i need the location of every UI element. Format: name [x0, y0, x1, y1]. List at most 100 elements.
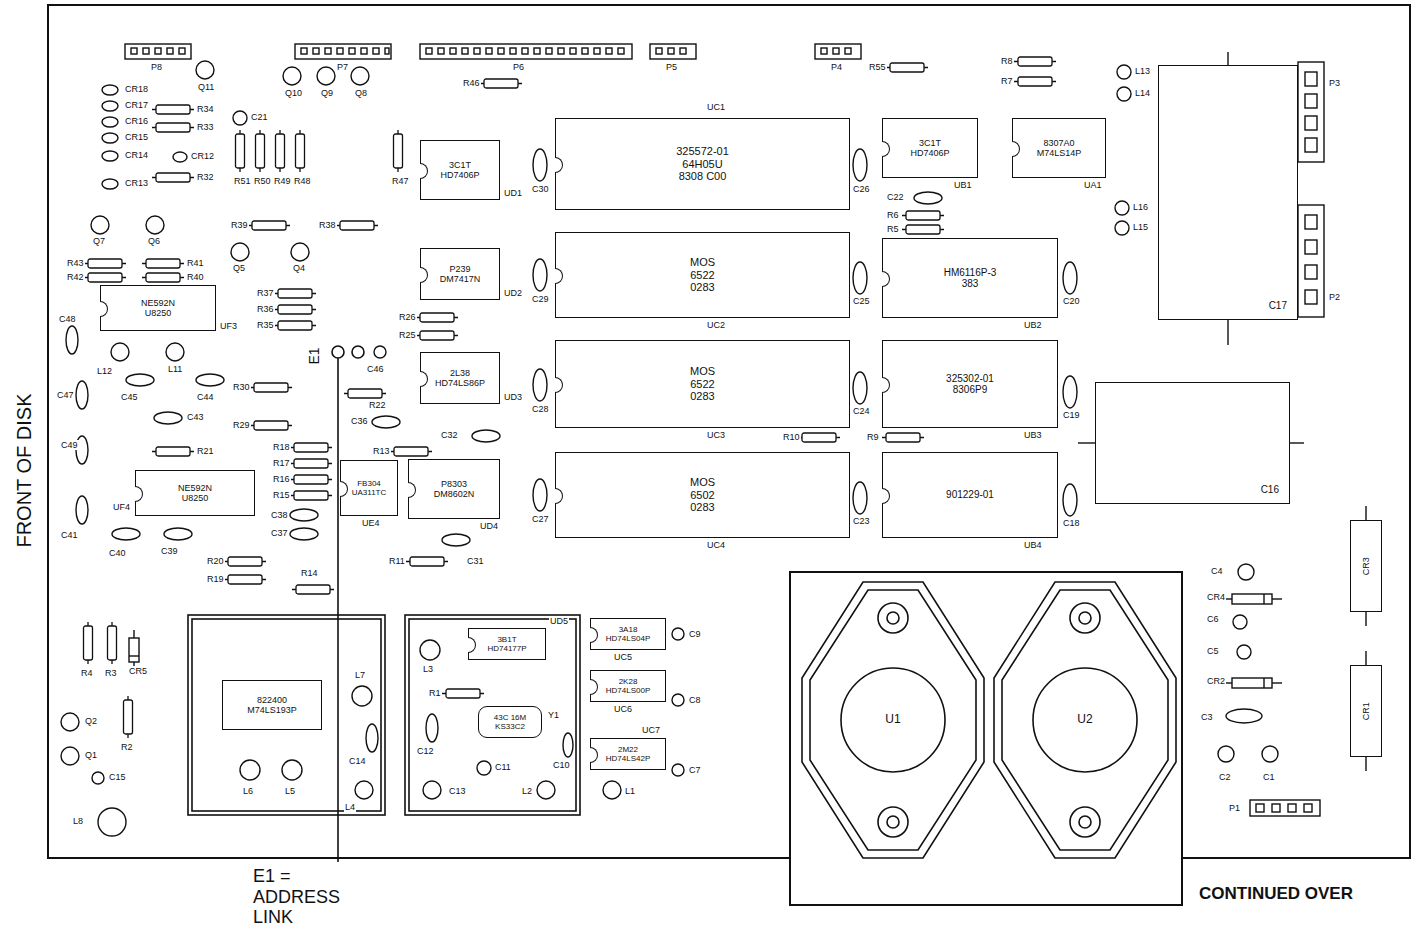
capacitor-symbol	[672, 694, 684, 706]
part-marking: HD74177P	[487, 644, 526, 653]
capacitor-symbol	[533, 149, 547, 181]
component-label: Q2	[84, 716, 98, 726]
component-label: C22	[886, 192, 905, 202]
component-label: L15	[1132, 222, 1149, 232]
component-label: R55	[868, 62, 887, 72]
component-label: C9	[688, 629, 702, 639]
ic-chip: UF4NE592NU8250	[135, 470, 255, 516]
part-marking: FB304	[357, 479, 381, 488]
marking-group: 2L38HD74LS86P	[435, 368, 485, 389]
marking-group: CR1	[1361, 702, 1371, 720]
component-label: L5	[284, 786, 296, 796]
component-label: C6	[1206, 614, 1220, 624]
inductor-symbol	[1115, 201, 1129, 215]
component-label: R49	[273, 176, 292, 186]
marking-group: HM6116P-3383	[944, 267, 997, 290]
component-label: L4	[344, 802, 356, 812]
resistor-symbol	[236, 130, 245, 172]
mounting-bolt	[1079, 612, 1091, 624]
connector	[606, 48, 612, 54]
resistor-symbol	[274, 321, 316, 330]
diode-symbol	[1232, 678, 1272, 688]
component-label: C5	[1206, 646, 1220, 656]
component-label: R19	[206, 574, 225, 584]
capacitor-symbol	[442, 534, 470, 546]
part-marking: U8250	[182, 493, 209, 503]
component-label: CR12	[190, 151, 215, 161]
resistor-symbol	[84, 622, 93, 664]
reference-designator: UD5	[549, 617, 569, 627]
connector	[1305, 290, 1317, 304]
capacitor-symbol	[66, 326, 78, 354]
connector	[1298, 205, 1324, 317]
resistor-symbol	[1014, 57, 1056, 66]
component-label: C40	[108, 548, 127, 558]
component-label: CR17	[124, 100, 149, 110]
diode-symbol	[102, 101, 118, 111]
resistor-symbol	[152, 447, 194, 456]
component-label: R51	[233, 176, 252, 186]
connector	[1250, 800, 1320, 816]
connector	[486, 48, 492, 54]
diode-symbol	[129, 638, 139, 662]
component-label: L6	[242, 786, 254, 796]
part-marking: 6502	[690, 489, 714, 502]
part-marking: 383	[962, 278, 979, 290]
resistor-symbol	[798, 433, 840, 442]
shield-can	[188, 615, 580, 815]
part-marking: M74LS193P	[247, 705, 297, 715]
part-marking: C17	[1269, 300, 1287, 312]
connector	[313, 48, 319, 54]
shield-can	[192, 619, 381, 811]
capacitor-symbol	[914, 192, 942, 204]
capacitor-symbol	[533, 369, 547, 401]
component-label: R15	[272, 490, 291, 500]
regulator-package: U1	[798, 578, 988, 862]
component-label: R16	[272, 474, 291, 484]
connector	[125, 44, 191, 59]
component-label: P4	[830, 62, 843, 72]
reference-designator: UC6	[613, 705, 633, 715]
part-marking: 3C1T	[919, 138, 941, 148]
part-marking: HD7406P	[910, 148, 949, 158]
link-label: E1	[306, 346, 322, 365]
part-marking: 6522	[690, 378, 714, 391]
part-marking: U2	[1077, 713, 1092, 727]
board-outline	[48, 5, 1410, 858]
rectifier-body: CR1	[1350, 665, 1382, 757]
component-label: R6	[886, 210, 900, 220]
diode-symbol	[102, 151, 118, 161]
resistor-symbol	[336, 221, 378, 230]
diode-symbol	[1272, 598, 1282, 599]
inductor-symbol	[420, 640, 440, 660]
inductor-symbol	[111, 343, 129, 361]
component-label: Q11	[197, 82, 215, 92]
resistor-symbol	[274, 289, 316, 298]
part-marking: 0283	[690, 501, 714, 514]
capacitor-symbol	[423, 781, 441, 799]
component-label: Q1	[84, 750, 98, 760]
component-label: R39	[230, 220, 249, 230]
resistor-symbol	[248, 221, 290, 230]
component-label: CR4	[1206, 592, 1226, 602]
connector	[656, 48, 662, 54]
part-marking: HD7406P	[440, 170, 479, 180]
resistor-symbol	[902, 225, 944, 234]
reference-designator: UC4	[706, 541, 726, 551]
marking-group: 3C1THD7406P	[910, 138, 949, 159]
component-label: C25	[852, 296, 871, 306]
resistor-symbol	[224, 575, 266, 584]
connector	[1305, 215, 1317, 229]
component-label: C7	[688, 765, 702, 775]
component-label: R37	[256, 288, 275, 298]
part-marking: U8250	[145, 308, 172, 318]
connector	[498, 48, 504, 54]
diode-symbol	[129, 655, 139, 656]
capacitor-symbol	[426, 714, 438, 742]
marking-group: 3B1THD74177P	[487, 635, 526, 653]
capacitor-symbol	[290, 509, 318, 521]
component-label: P3	[1328, 78, 1341, 88]
marking-group: NE592NU8250	[141, 298, 175, 319]
ic-chip: UD53B1THD74177P	[468, 628, 546, 660]
component-label: L13	[1134, 66, 1151, 76]
